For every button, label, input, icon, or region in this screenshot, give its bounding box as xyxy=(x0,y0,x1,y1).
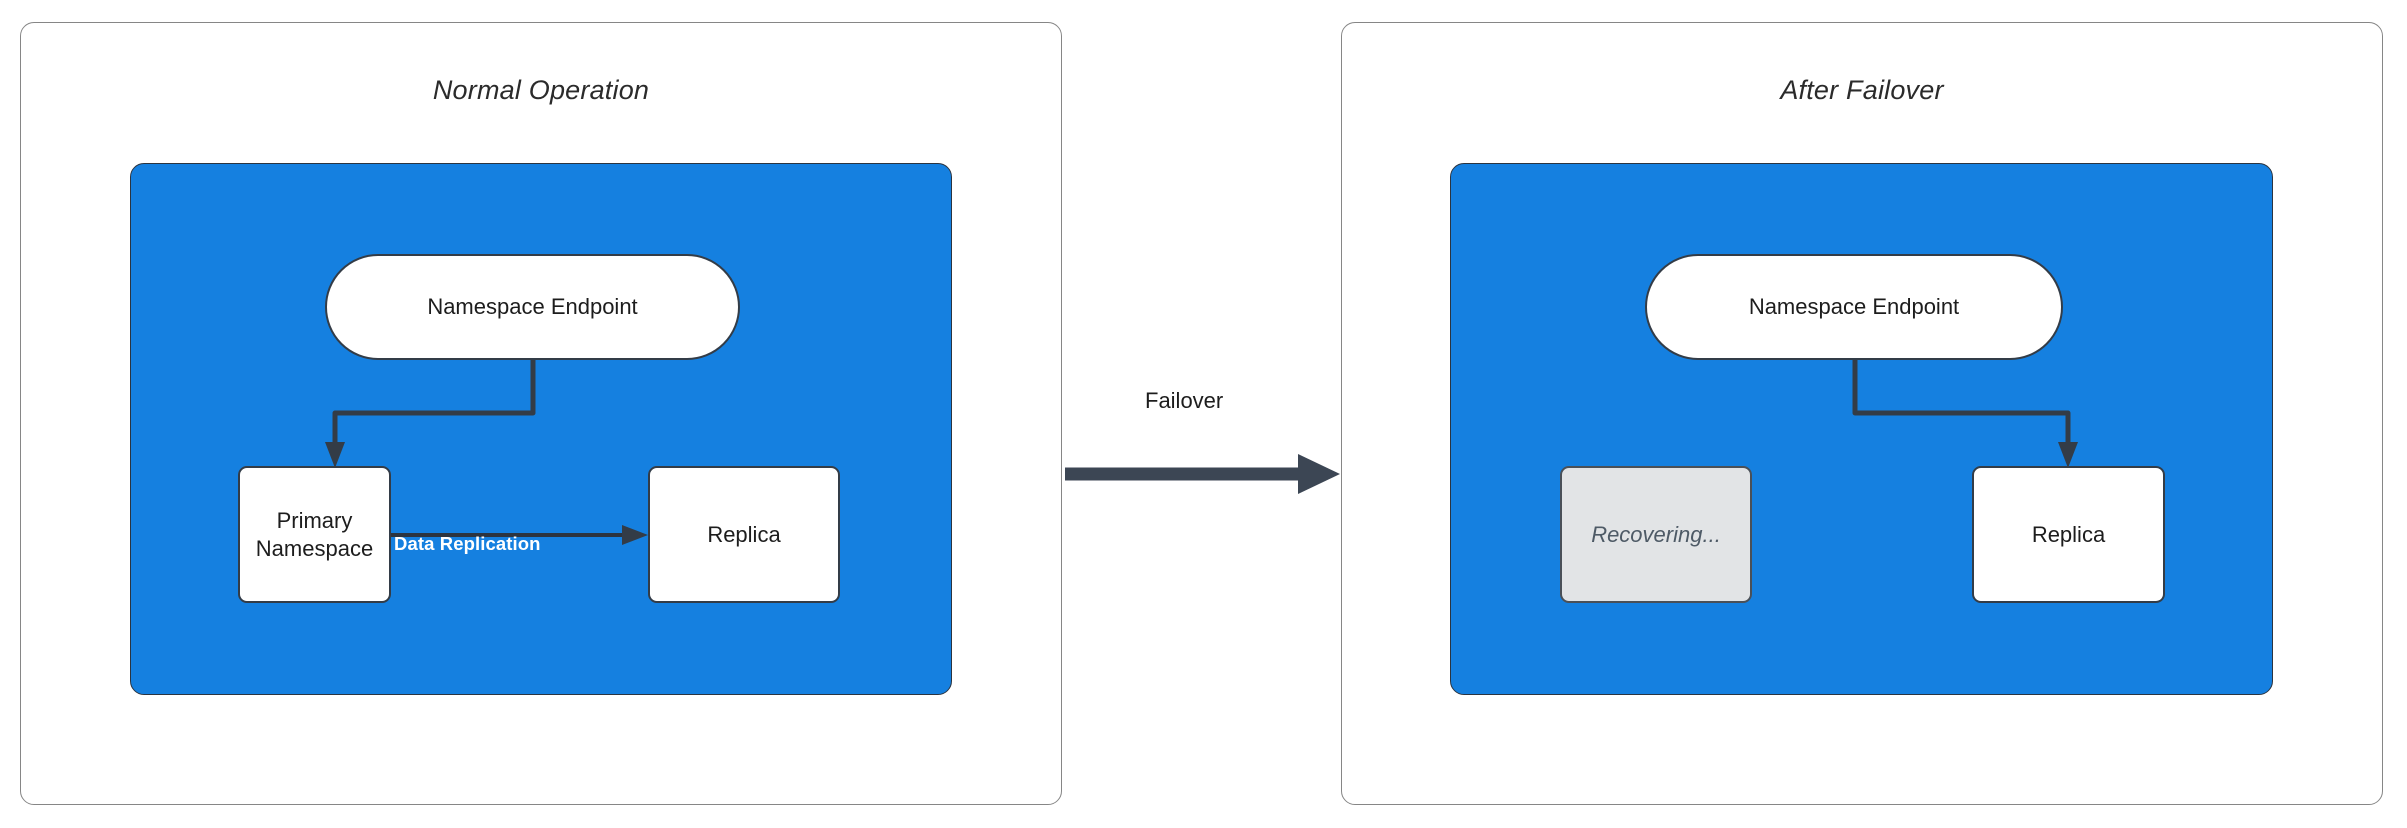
node-primary-namespace[interactable]: Primary Namespace xyxy=(238,466,391,603)
node-replica-failover[interactable]: Replica xyxy=(1972,466,2165,603)
panel-title-after-failover: After Failover xyxy=(1780,75,1944,105)
region-after-failover xyxy=(1450,163,2273,695)
node-replica-normal[interactable]: Replica xyxy=(648,466,840,603)
edge-label-failover: Failover xyxy=(1145,388,1224,413)
node-primary-namespace-line2: Namespace xyxy=(255,535,374,561)
node-primary-namespace-label: Primary Namespace xyxy=(256,507,373,562)
panel-title-normal-operation: Normal Operation xyxy=(432,75,650,105)
arrowhead-failover-transition xyxy=(1298,454,1340,494)
edge-label-data-replication: Data Replication xyxy=(394,533,541,554)
node-namespace-endpoint-failover[interactable]: Namespace Endpoint xyxy=(1645,254,2063,360)
node-primary-namespace-line1: Primary xyxy=(276,507,353,533)
region-normal-operation xyxy=(130,163,952,695)
node-namespace-endpoint-normal[interactable]: Namespace Endpoint xyxy=(325,254,740,360)
node-recovering[interactable]: Recovering... xyxy=(1560,466,1752,603)
